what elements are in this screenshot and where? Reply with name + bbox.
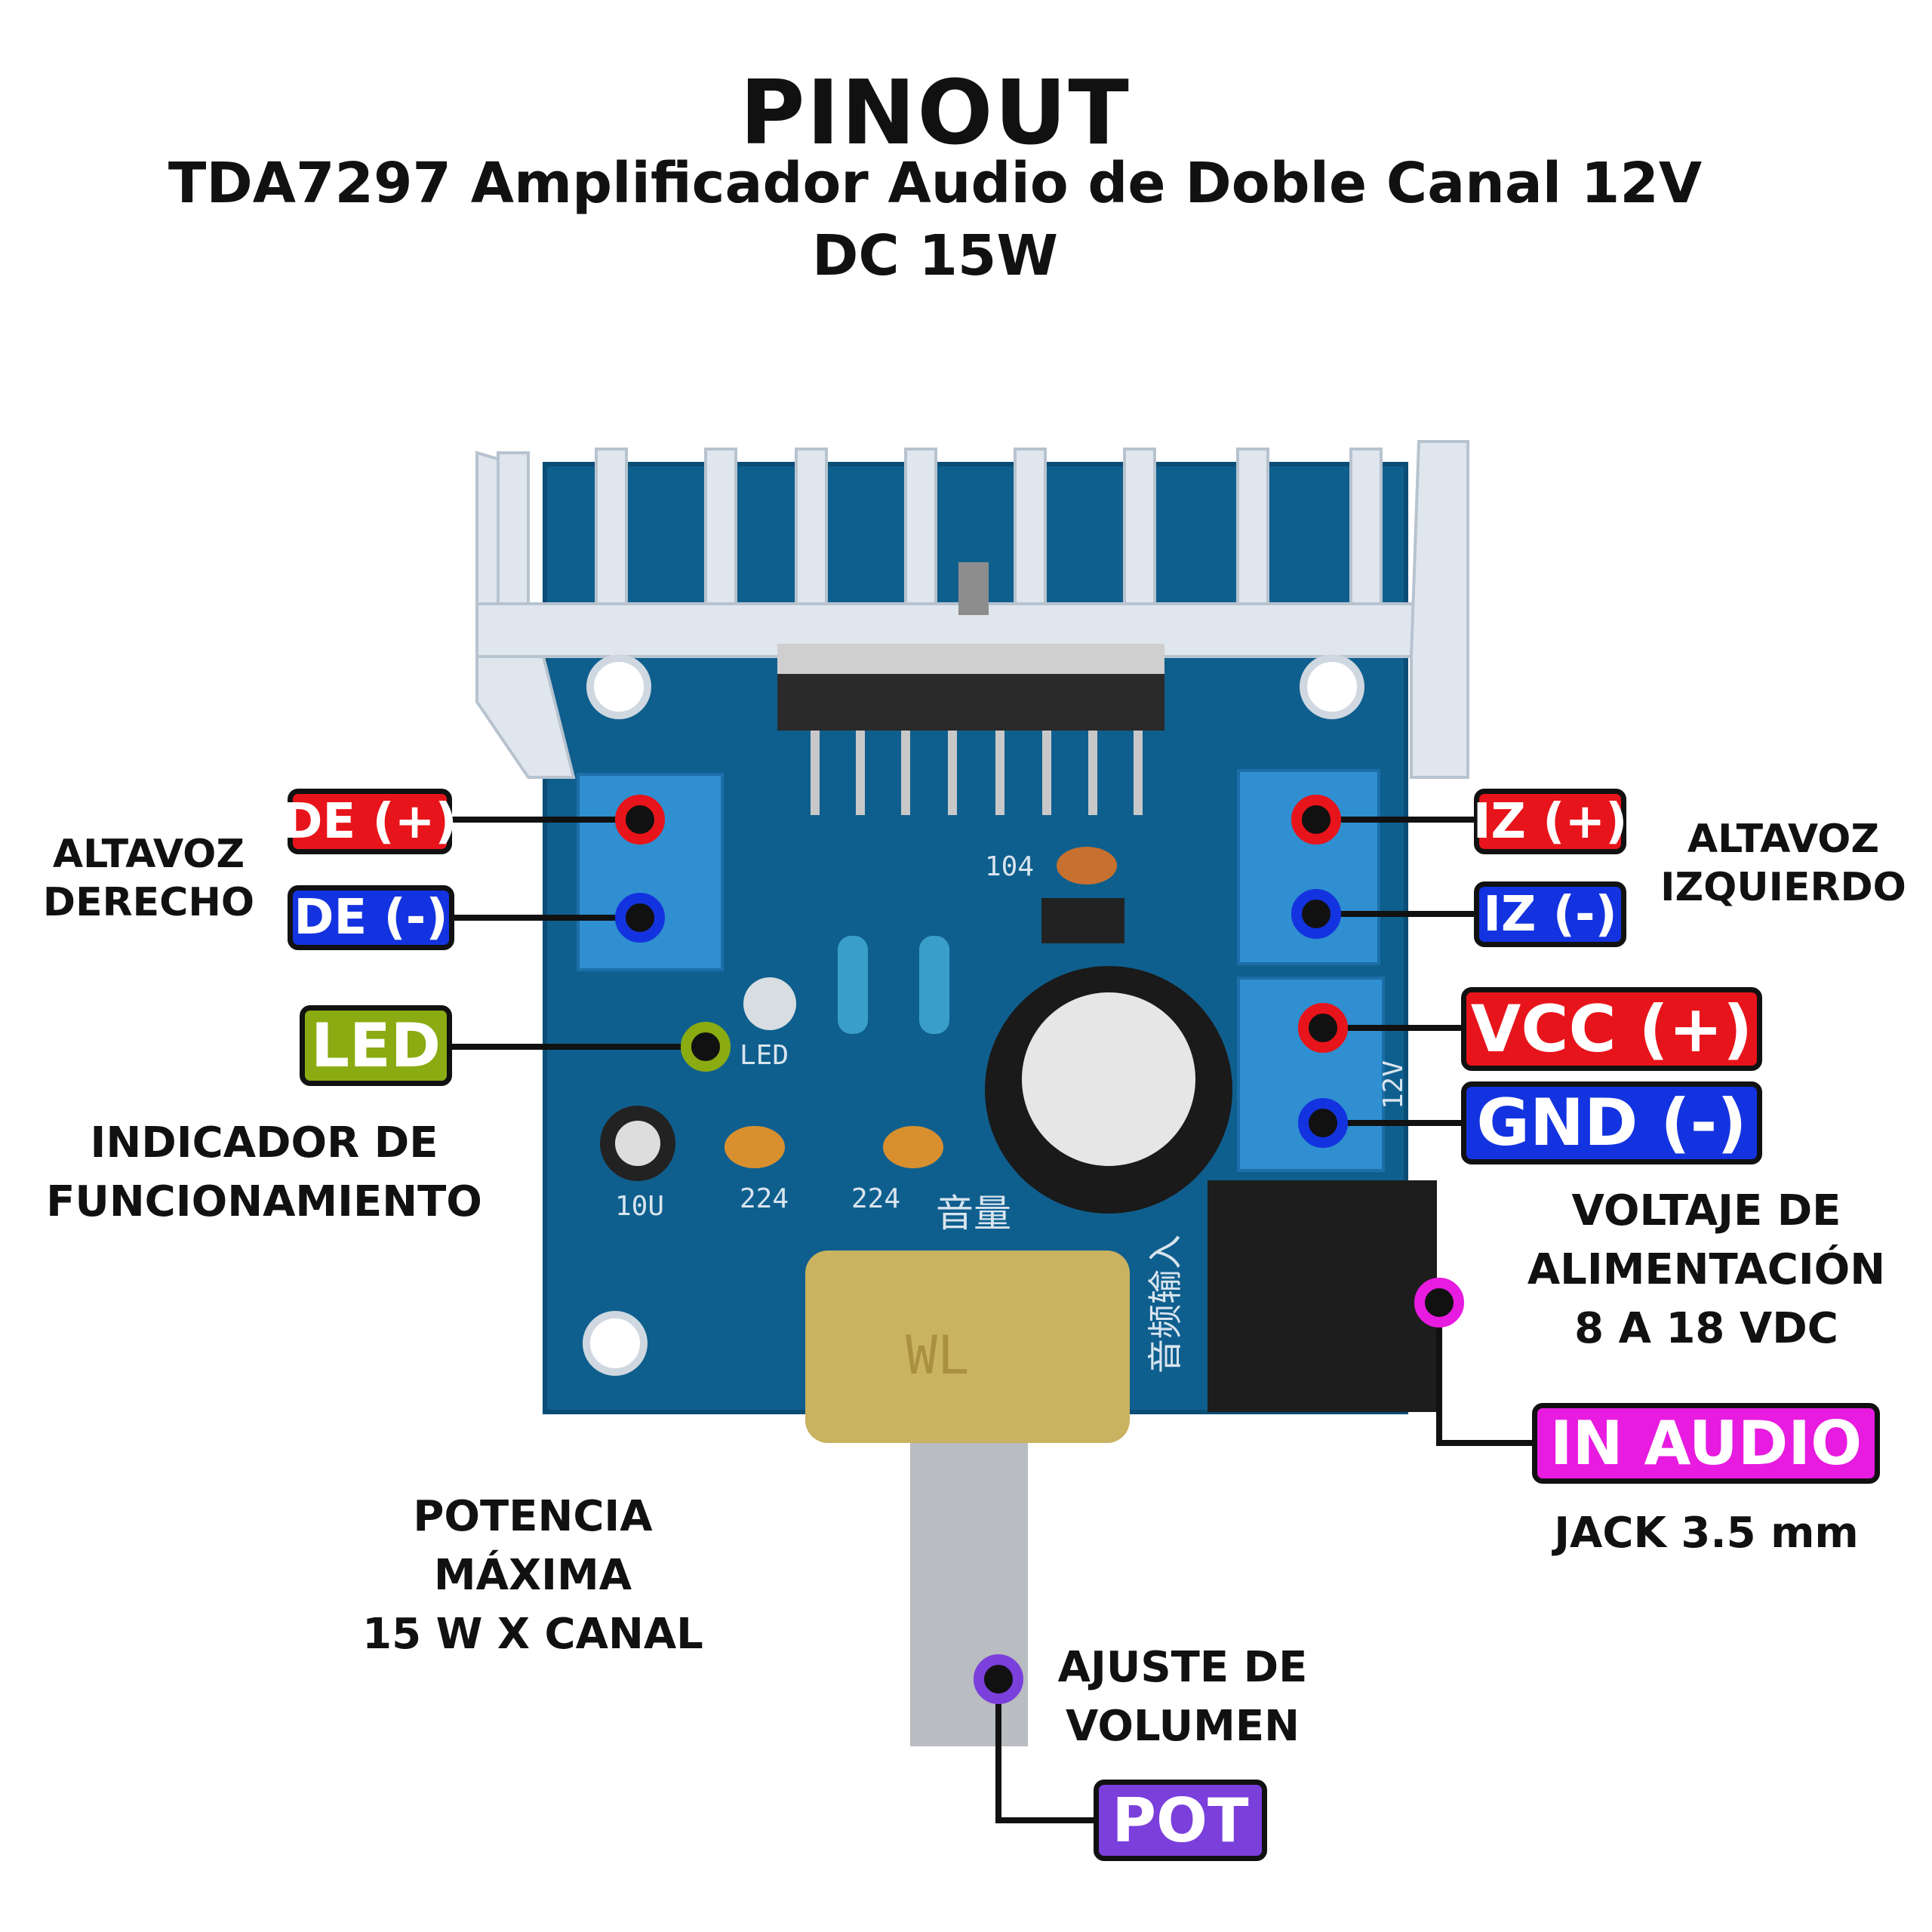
diode [1041,898,1124,943]
silk-input: 音频输入 [1145,1235,1186,1374]
label-gnd: GND (-) [1461,1081,1762,1164]
mounting-holes [583,654,1364,1376]
caption-line: DERECHO [42,880,255,925]
screw [958,562,989,615]
caption-left-speaker: ALTAVOZ IZQUIERDO [1660,815,1906,912]
caption-line: INDICADOR DE [90,1118,438,1168]
resistor [838,936,868,1034]
caption-line: 8 A 18 VDC [1574,1304,1838,1353]
label-de-plus: DE (+) [282,789,457,854]
silk-12v: 12V [1378,1060,1409,1109]
pin-dot-iz-plus [1291,795,1341,844]
label-de-minus: DE (-) [288,885,454,950]
resistor [919,936,949,1034]
ceramic-cap-224 [883,1126,943,1168]
pin-dot-gnd [1298,1098,1348,1148]
label-iz-minus: IZ (-) [1474,881,1626,947]
leader-lines [452,817,1532,1823]
pin-dot-led [681,1022,731,1072]
page-title: PINOUT [740,60,1131,165]
caption-line: POTENCIA [413,1492,653,1541]
caption-line: ALTAVOZ [1687,817,1880,862]
subtitle-line1: TDA7297 Amplificador Audio de Doble Cana… [168,151,1703,216]
caption-indicator: INDICADOR DE FUNCIONAMIENTO [46,1114,482,1232]
silk-104: 104 [985,851,1034,882]
label-vcc: VCC (+) [1461,987,1762,1071]
pin-dot-pot [974,1654,1023,1704]
caption-supply: VOLTAJE DE ALIMENTACIÓN 8 A 18 VDC [1527,1182,1885,1358]
caption-volume: AJUSTE DE VOLUMEN [1058,1638,1308,1756]
silk-224b: 224 [851,1183,900,1214]
silk-10u: 10U [615,1191,664,1222]
caption-line: AJUSTE DE [1057,1643,1308,1692]
pin-dot-vcc [1298,1003,1348,1053]
label-in-audio: IN AUDIO [1532,1403,1880,1484]
silk-224a: 224 [740,1183,789,1214]
caption-line: VOLUMEN [1066,1702,1300,1751]
subtitle-line2: DC 15W [811,223,1059,288]
pin-dot-de-minus [615,893,665,943]
caption-jack: JACK 3.5 mm [1554,1509,1859,1558]
audio-jack [1208,1180,1437,1412]
label-iz-plus: IZ (+) [1473,789,1627,854]
caption-right-speaker: ALTAVOZ DERECHO [43,830,254,927]
caption-line: FUNCIONAMIENTO [46,1177,482,1226]
pot-body [805,1251,1130,1443]
silk-led: LED [740,1040,789,1071]
caption-line: IZQUIERDO [1660,865,1906,910]
pin-dot-de-plus [615,795,665,844]
ceramic-cap-224 [724,1126,785,1168]
caption-line: ALTAVOZ [52,832,245,877]
caption-line: MÁXIMA [433,1551,632,1600]
pin-dot-in-audio [1414,1278,1464,1327]
caption-line: 15 W X CANAL [362,1610,703,1659]
led-component [743,977,796,1030]
caption-line: VOLTAJE DE [1571,1186,1841,1235]
pin-dot-iz-minus [1291,889,1341,939]
label-pot: POT [1094,1780,1267,1861]
caption-line: ALIMENTACIÓN [1527,1245,1886,1294]
label-led: LED [300,1005,452,1086]
chip-pins [811,731,1143,815]
silk-volume: 音量 [936,1192,1011,1235]
caption-power: POTENCIA MÁXIMA 15 W X CANAL [362,1487,703,1664]
ceramic-cap-104 [1057,847,1117,884]
pot-brand: WL [906,1324,969,1386]
